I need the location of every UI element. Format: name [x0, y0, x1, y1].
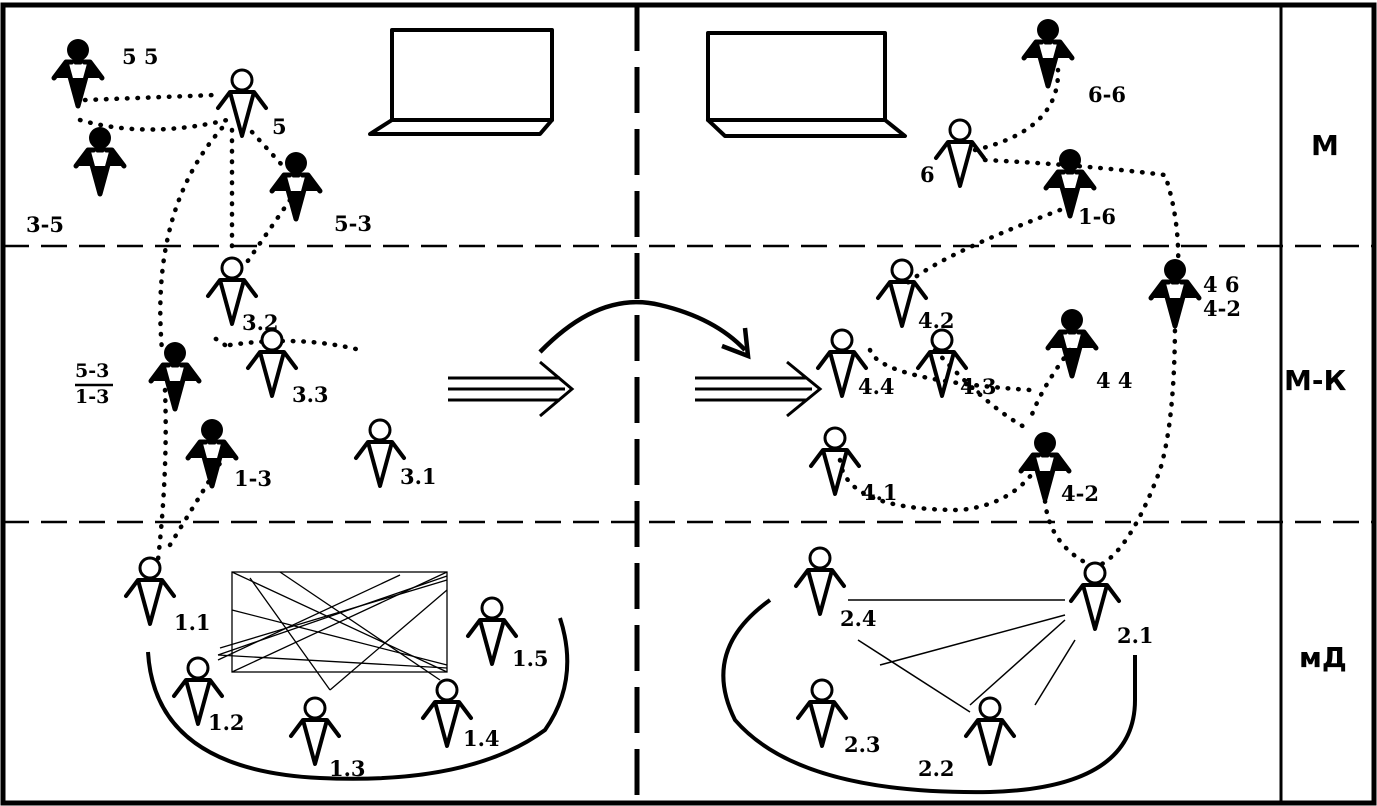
person-label: 5: [272, 114, 287, 139]
person-figure-5-3-1-3: 5-3 1-3: [75, 342, 199, 409]
person-label: 1.1: [174, 610, 211, 635]
person-label: 6: [920, 162, 935, 187]
person-figure-4-6-4-2: 4 6 4-2: [1151, 259, 1241, 326]
person-figure-2-2: 2.2: [918, 696, 1016, 781]
dotted-connections: [77, 67, 1181, 568]
person-figure-4-1: 4.1: [809, 426, 898, 505]
person-figure-1-3b: 1.3: [289, 696, 366, 781]
person-figure-4-4-filled: 4 4: [1048, 309, 1133, 393]
transition-arrows: [448, 299, 823, 418]
person-label: 1.5: [512, 646, 549, 671]
person-label: 1.4: [463, 726, 500, 751]
person-label: 2.2: [918, 756, 955, 781]
person-figure-1-6: 1-6: [1046, 149, 1116, 229]
person-label-bottom: 1-3: [75, 386, 109, 408]
person-label-top: 5-3: [75, 360, 109, 382]
person-label: 4.1: [861, 480, 898, 505]
person-label-bottom: 4-2: [1203, 296, 1241, 321]
person-label: 3.3: [292, 382, 329, 407]
person-figure-3-1: 3.1: [354, 418, 437, 489]
person-figure-4-3: 4.3: [916, 328, 997, 399]
person-label: 5 5: [122, 44, 159, 69]
person-label: 3-5: [26, 212, 64, 237]
person-label: 4.2: [918, 308, 955, 333]
laptop-icon: [706, 31, 907, 138]
zone-label-mk: М-К: [1284, 364, 1346, 397]
zone-labels: М М-К мД: [1284, 129, 1347, 674]
person-figure-6: 6: [920, 118, 986, 188]
group-1-boundary: [146, 617, 570, 781]
person-figure-1-5: 1.5: [466, 596, 549, 671]
zone-label-md: мД: [1299, 641, 1347, 674]
person-figure-1-2: 1.2: [172, 656, 245, 735]
person-label: 1.3: [329, 756, 366, 781]
person-figure-2-1: 2.1: [1069, 561, 1154, 648]
person-figure-1-3: 1-3: [188, 419, 272, 491]
person-figure-3-5: 3-5: [26, 127, 124, 237]
person-figure-2-4: 2.4: [794, 546, 877, 631]
person-figure-2-3: 2.3: [796, 678, 881, 757]
group-2-boundary: [721, 598, 1137, 795]
person-figure-5-3: 5-3: [272, 152, 372, 236]
person-figure-3-3: 3.3: [246, 328, 329, 407]
person-figure-4-4-hollow: 4.4: [816, 328, 895, 399]
person-label: 3.1: [400, 464, 437, 489]
person-label: 4 4: [1096, 368, 1133, 393]
person-label: 2.3: [844, 732, 881, 757]
person-figure-5-5: 5 5: [54, 39, 159, 106]
person-label: 5-3: [334, 211, 372, 236]
zone-label-m: М: [1311, 129, 1339, 162]
group-1-connections: [217, 571, 448, 691]
person-figure-4-2-hollow: 4.2: [876, 258, 955, 333]
person-figure-6-6: 6-6: [1024, 19, 1126, 107]
person-figure-1-1: 1.1: [124, 556, 211, 635]
group-2-connections: [848, 599, 1076, 713]
person-label-top: 4 6: [1203, 272, 1240, 297]
person-label: 1-3: [234, 466, 272, 491]
person-figure-4-2-filled: 4-2: [1021, 432, 1099, 506]
person-label: 4.4: [858, 374, 895, 399]
person-label: 2.4: [840, 606, 877, 631]
person-label: 1-6: [1078, 204, 1116, 229]
person-figure-5: 5: [216, 68, 287, 139]
person-label: 6-6: [1088, 82, 1126, 107]
person-label: 2.1: [1117, 623, 1154, 648]
person-label: 1.2: [208, 710, 245, 735]
person-label: 4.3: [960, 374, 997, 399]
laptop-icon: [368, 28, 554, 136]
person-label: 4-2: [1061, 481, 1099, 506]
person-figure-3-2: 3.2: [206, 256, 279, 335]
person-figure-1-4: 1.4: [421, 678, 500, 751]
